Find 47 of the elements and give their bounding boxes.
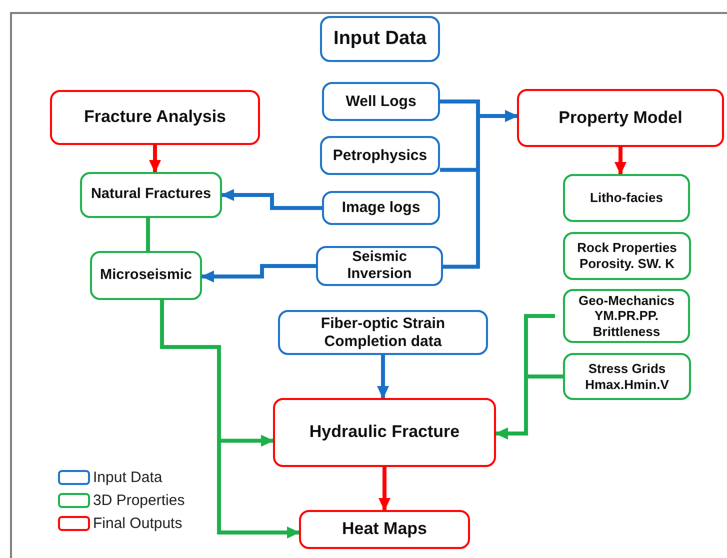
connector-arrow xyxy=(160,300,300,538)
node-label: Petrophysics xyxy=(332,146,428,164)
process-box xyxy=(299,510,470,549)
connector-arrow xyxy=(149,145,161,173)
node-label: Rock Properties xyxy=(577,240,677,256)
node-label: Porosity. SW. K xyxy=(579,256,675,272)
node-label: YM.PR.PP. Brittleness xyxy=(592,308,662,340)
legend-label: Input Data xyxy=(93,469,162,486)
node-label: Seismic Inversion xyxy=(346,248,413,284)
node-label: Fiber-optic Strain xyxy=(320,314,446,332)
process-box xyxy=(563,232,691,280)
process-box xyxy=(322,191,440,225)
process-box xyxy=(278,310,488,355)
node-label: Stress Grids xyxy=(588,360,666,376)
process-box xyxy=(273,398,496,467)
node-label: Heat Maps xyxy=(342,519,428,540)
process-box xyxy=(50,90,260,145)
node-label: Input Data xyxy=(334,28,426,50)
process-box xyxy=(316,246,443,286)
connector-arrow xyxy=(495,374,563,440)
process-box xyxy=(563,353,691,400)
connector-arrow xyxy=(377,355,389,399)
node-label: Completion data xyxy=(324,332,442,350)
node-label: Natural Fractures xyxy=(90,186,212,204)
process-box xyxy=(320,136,440,175)
process-box xyxy=(322,82,440,121)
node-label: Litho-facies xyxy=(590,190,663,206)
node-label: Property Model xyxy=(558,108,682,128)
process-box xyxy=(563,174,690,222)
connector-arrow xyxy=(614,147,626,175)
process-box xyxy=(563,289,690,343)
node-label: Geo-Mechanics xyxy=(578,292,675,308)
node-label: Well Logs xyxy=(346,92,416,110)
connector-arrow xyxy=(201,264,316,282)
legend-label: Final Outputs xyxy=(93,515,182,532)
node-label: Hydraulic Fracture xyxy=(309,422,460,443)
connector-arrow xyxy=(378,467,390,511)
process-box xyxy=(320,16,440,62)
node-label: Fracture Analysis xyxy=(84,107,226,128)
legend-label: 3D Properties xyxy=(93,492,185,509)
process-box xyxy=(90,251,202,300)
node-label: Image logs xyxy=(342,199,420,217)
node-label: Microseismic xyxy=(100,266,192,284)
process-box xyxy=(80,172,222,218)
connector-arrow xyxy=(221,189,322,210)
node-label: Hmax.Hmin.V xyxy=(585,376,669,392)
process-box xyxy=(517,89,724,147)
